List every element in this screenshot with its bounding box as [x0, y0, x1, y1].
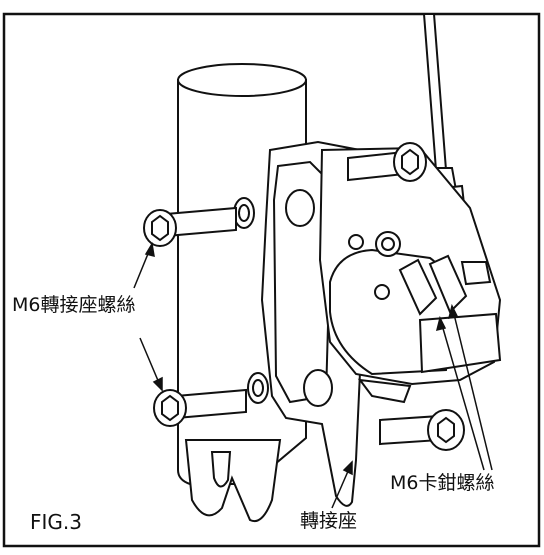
label-adapter-bolts: M6轉接座螺絲 [12, 294, 136, 316]
figure-frame [2, 12, 541, 548]
leader-adapter [331, 460, 353, 509]
adapter-bolt-upper [143, 206, 237, 247]
caliper-bolt-upper [347, 142, 427, 182]
label-caliper-bolts: M6卡鉗螺絲 [390, 472, 495, 494]
adapter-bolt-lower [153, 388, 247, 427]
caliper-body [318, 146, 502, 404]
leader-caliper-bolts [435, 303, 493, 471]
caliper-bolt-lower [379, 409, 465, 451]
leader-adapter-bolts [133, 241, 163, 392]
label-adapter: 轉接座 [300, 510, 358, 532]
figure-number: FIG.3 [30, 510, 82, 534]
